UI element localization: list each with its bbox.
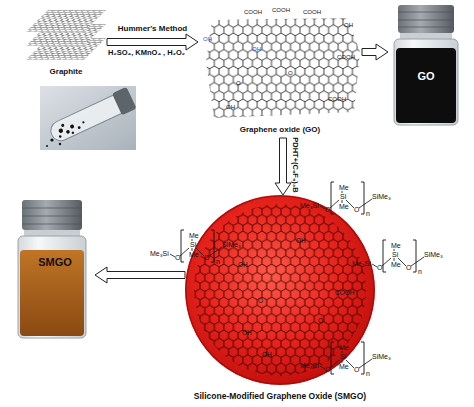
- chem-label: n: [366, 370, 370, 377]
- chem-label: O: [406, 264, 411, 271]
- node-label: Graphite: [25, 68, 107, 77]
- chem-label: Si: [340, 193, 346, 200]
- graphite-lattice: [26, 10, 106, 60]
- chem-label: n: [366, 210, 370, 217]
- chem-label: Me: [189, 251, 199, 258]
- particle-border: [186, 196, 374, 384]
- chem-label: O: [236, 80, 241, 86]
- chem-label: Me: [339, 184, 349, 191]
- chem-label: O: [325, 206, 330, 213]
- chem-label: COOH: [272, 7, 290, 13]
- arrow-label: PDHT+(C₆F₅)₃B: [291, 137, 299, 193]
- chem-label: COOH: [244, 9, 262, 15]
- chem-label: OH: [344, 22, 353, 28]
- node-label: Graphene oxide (GO): [198, 126, 362, 135]
- chem-label: OH: [203, 36, 212, 42]
- graphite-node: Graphite: [25, 6, 107, 78]
- chem-label: n: [418, 268, 422, 275]
- chem-label: SiMe₃: [424, 251, 443, 258]
- chem-label: SiMe₃: [222, 241, 241, 248]
- chem-label: COOH: [303, 9, 321, 15]
- chem-label: Me: [391, 242, 401, 249]
- chem-label: O: [204, 254, 209, 261]
- chem-label: O: [377, 264, 382, 271]
- chem-label: Si: [190, 241, 196, 248]
- reagent-label: H₂SO₄, KMnO₄ , H₂O₂: [108, 49, 185, 57]
- process-arrow: [95, 267, 185, 283]
- chem-label: Me₃Si: [150, 250, 169, 257]
- process-arrow: [275, 138, 291, 195]
- graphene-oxide-sheet: [206, 18, 360, 118]
- smgo-particle: [185, 195, 375, 385]
- chem-label: OH: [226, 104, 235, 110]
- smgo-vial-node: SMGO: [15, 198, 95, 340]
- chem-label: COOH: [337, 54, 355, 60]
- sample-photo: [40, 86, 137, 150]
- chem-label: COOH: [335, 290, 355, 297]
- siloxane-chain: [320, 342, 372, 374]
- smgo-vial: [18, 200, 86, 338]
- chem-label: O: [175, 254, 180, 261]
- go-vial: [394, 5, 458, 125]
- chem-label: OH: [252, 46, 261, 52]
- process-arrow: [362, 44, 388, 60]
- chem-label: O: [258, 298, 263, 305]
- siloxane-chain: [170, 230, 222, 262]
- go-vial-node: GO: [388, 4, 464, 128]
- chem-label: O: [325, 366, 330, 373]
- chem-label: n: [216, 258, 220, 265]
- chem-label: Si: [340, 353, 346, 360]
- chem-label: Me: [189, 232, 199, 239]
- chem-label: OH: [238, 262, 248, 269]
- chem-label: O: [288, 70, 293, 76]
- chem-label: OH: [242, 330, 252, 337]
- chem-label: Me: [339, 344, 349, 351]
- node-label: GO: [388, 70, 464, 82]
- chem-label: Si: [392, 251, 398, 258]
- node-label: Silicone-Modified Graphene Oxide (SMGO): [140, 392, 420, 401]
- chem-label: SiMe₃: [372, 353, 391, 360]
- chem-label: Me₃Si: [300, 362, 319, 369]
- chem-label: Me₃Si: [300, 202, 319, 209]
- chem-label: O: [354, 206, 359, 213]
- process-arrow: [107, 34, 198, 50]
- chem-label: COOH: [328, 96, 346, 102]
- chem-label: OH: [262, 352, 272, 359]
- chem-label: Me: [391, 261, 401, 268]
- siloxane-chain: [372, 240, 424, 272]
- arrow-label: Hummer's Method: [118, 25, 187, 33]
- chem-label: O: [318, 318, 323, 325]
- node-label: SMGO: [15, 256, 95, 268]
- graphene-oxide-node: Graphene oxide (GO): [198, 3, 362, 138]
- chem-label: SiMe₃: [372, 193, 391, 200]
- chem-label: Me: [339, 203, 349, 210]
- chem-label: Me₃Si: [352, 260, 371, 267]
- chem-label: OH: [296, 238, 306, 245]
- siloxane-chain: [320, 182, 372, 214]
- chem-label: O: [354, 366, 359, 373]
- chem-label: Me: [339, 363, 349, 370]
